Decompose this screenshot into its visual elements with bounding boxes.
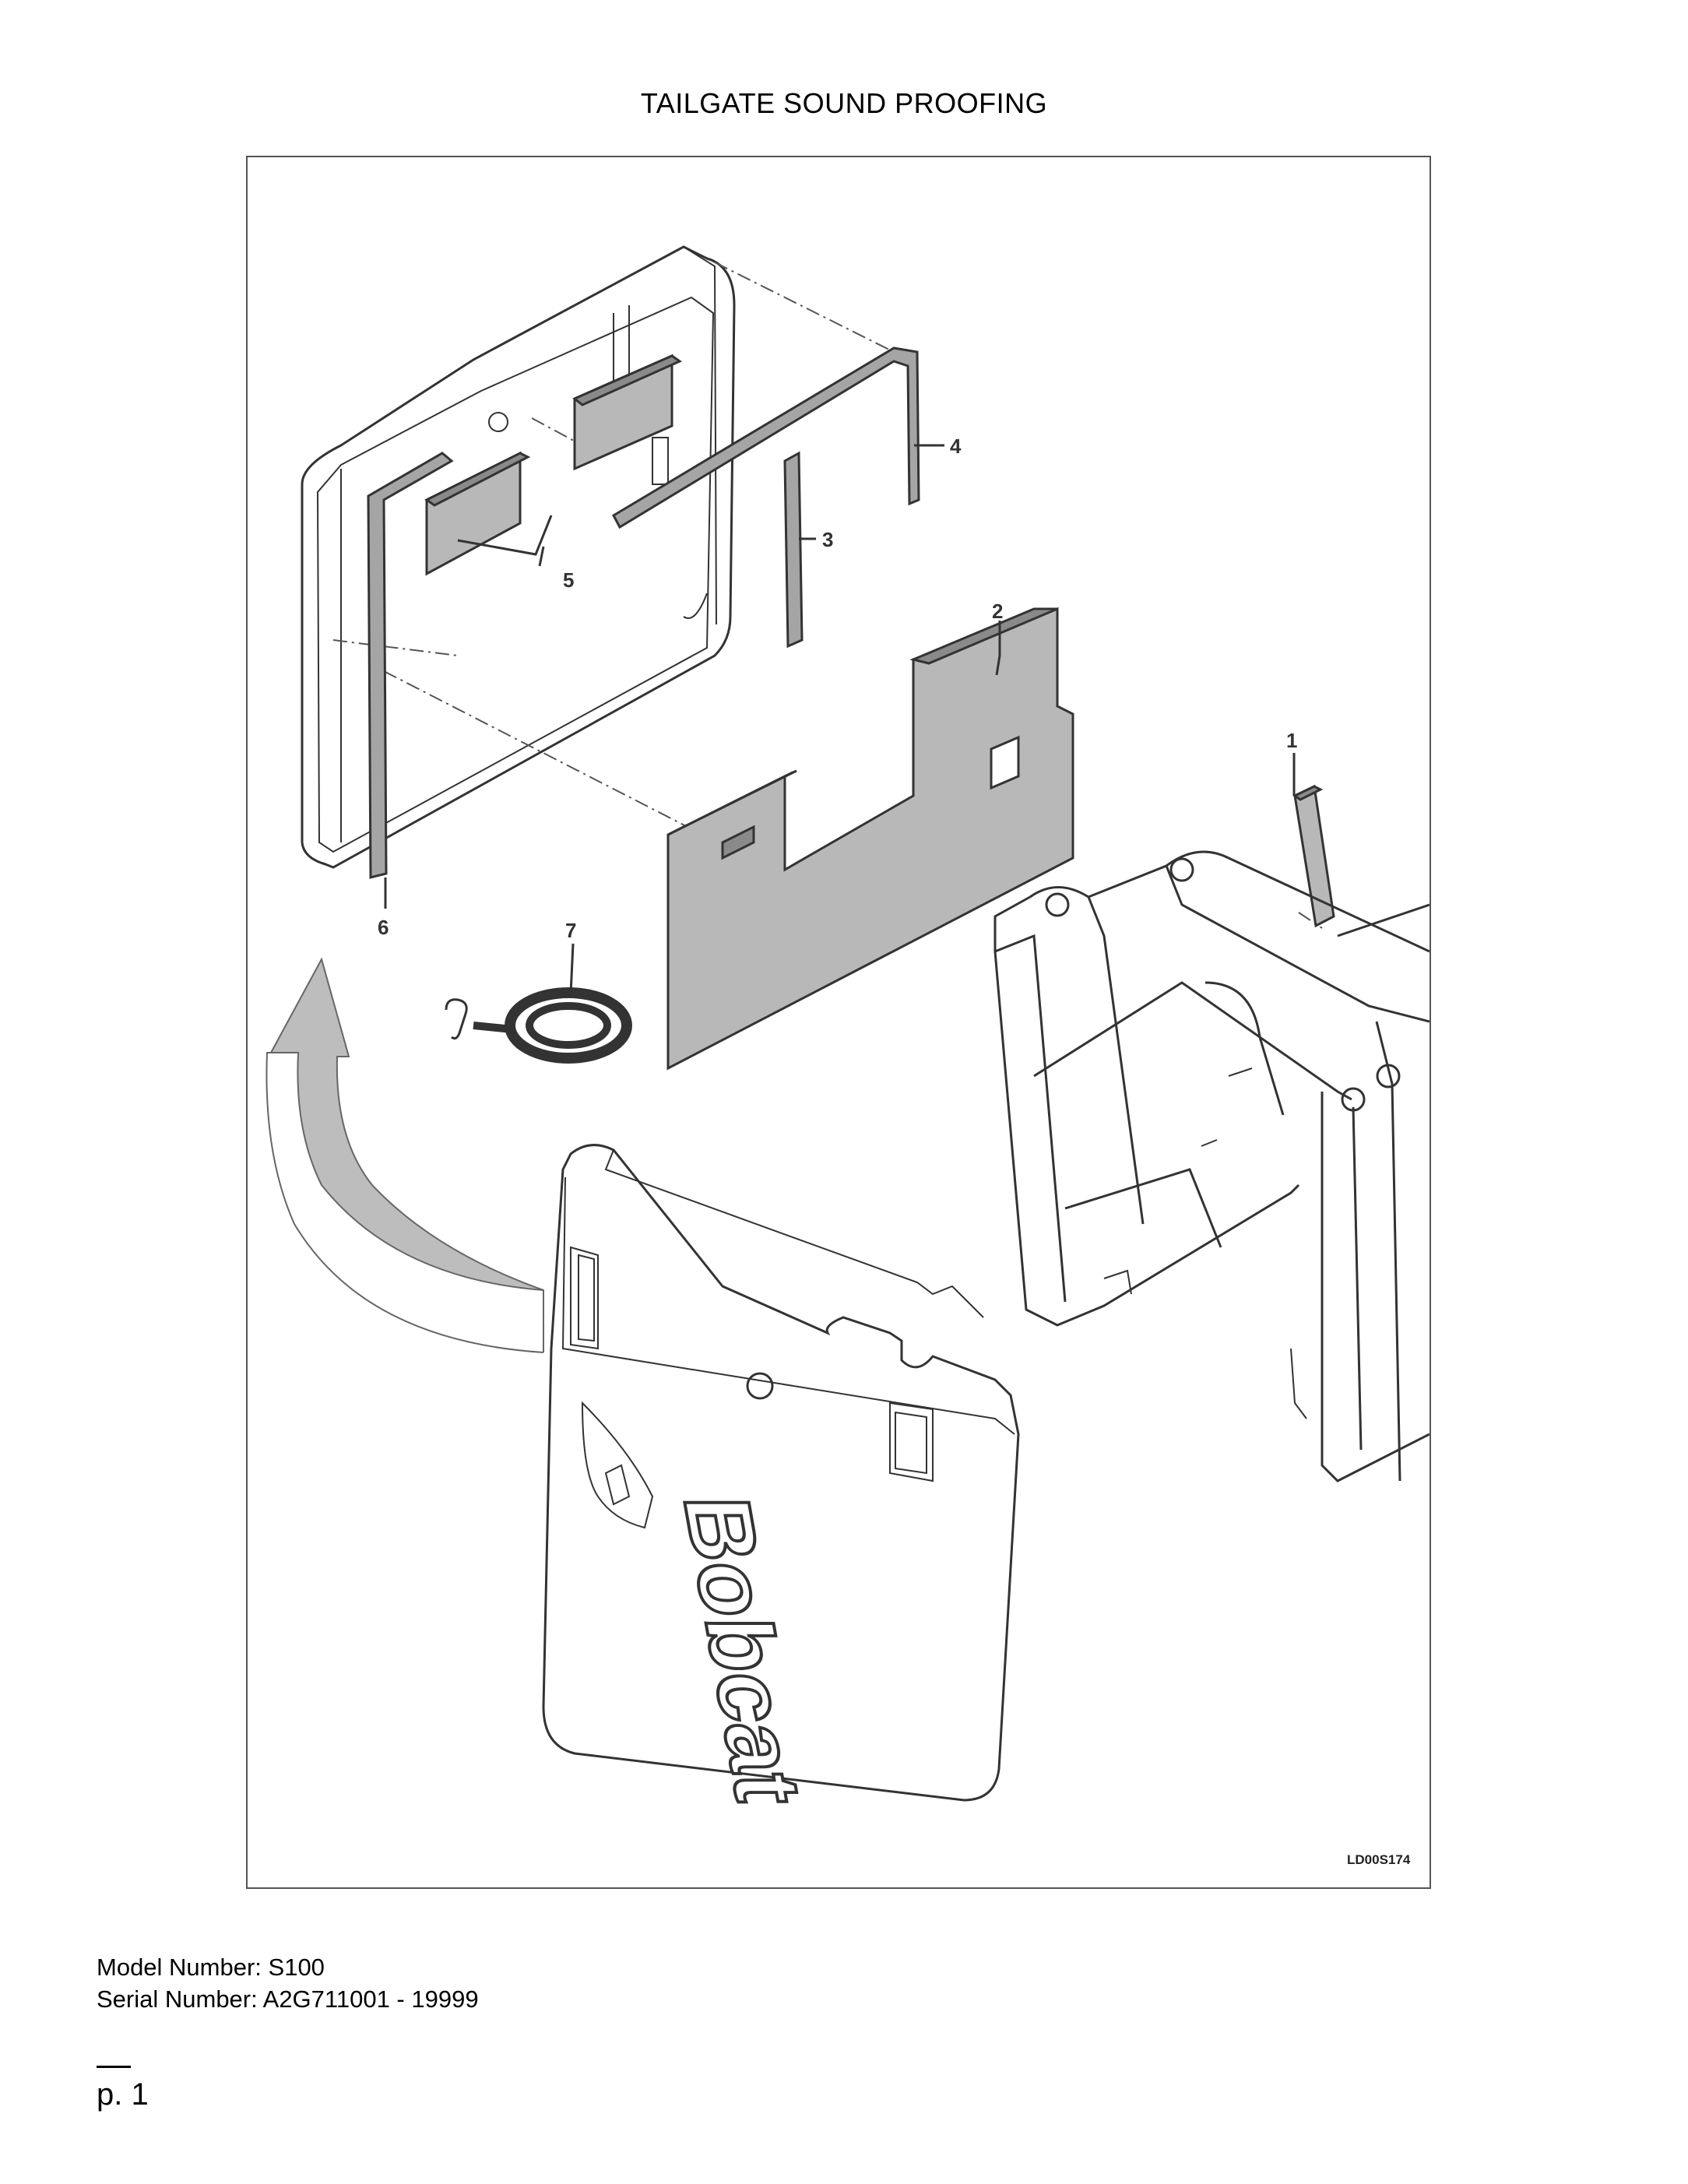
model-info-block: Model Number: S100 Serial Number: A2G711… bbox=[97, 1951, 479, 2015]
serial-number: Serial Number: A2G711001 - 19999 bbox=[97, 1985, 479, 2013]
drawing-id: LD00S174 bbox=[1347, 1852, 1411, 1867]
part-3-seal-strip bbox=[783, 451, 804, 649]
loader-main-frame bbox=[993, 850, 1430, 1482]
callout-1: 1 bbox=[1286, 729, 1297, 752]
part-6-side-seal bbox=[367, 452, 454, 879]
tailgate-inner-panel bbox=[301, 245, 736, 869]
part-7-edge-trim-coil bbox=[445, 987, 632, 1064]
page-title: TAILGATE SOUND PROOFING bbox=[640, 87, 1048, 119]
assembly-direction-arrow bbox=[266, 957, 544, 1353]
tailgate-outer-panel bbox=[542, 1144, 1020, 1802]
page-number: p. 1 bbox=[97, 2077, 149, 2112]
assembly-leader-lines bbox=[332, 262, 1323, 929]
callout-4: 4 bbox=[950, 434, 962, 458]
part-5-foam-pads bbox=[424, 353, 683, 576]
tailgate-brand-lettering: Bobcat bbox=[663, 1496, 821, 1803]
callout-7: 7 bbox=[565, 919, 576, 942]
part-1-foam-block bbox=[1292, 784, 1335, 928]
callout-5: 5 bbox=[563, 568, 574, 592]
page-number-rule bbox=[97, 2066, 131, 2068]
callout-2: 2 bbox=[992, 600, 1003, 623]
callout-3: 3 bbox=[822, 528, 833, 551]
exploded-parts-diagram: Bobcat 1 2 3 4 5 6 7 LD00S174 bbox=[266, 245, 1430, 1867]
part-4-seal-strip bbox=[612, 346, 920, 529]
part-2-foam-panel bbox=[666, 607, 1074, 1071]
model-number: Model Number: S100 bbox=[97, 1954, 325, 1981]
callout-leaders bbox=[384, 444, 1296, 995]
parts-diagram-frame: Bobcat 1 2 3 4 5 6 7 LD00S174 bbox=[246, 156, 1431, 1889]
callout-6: 6 bbox=[378, 916, 389, 939]
